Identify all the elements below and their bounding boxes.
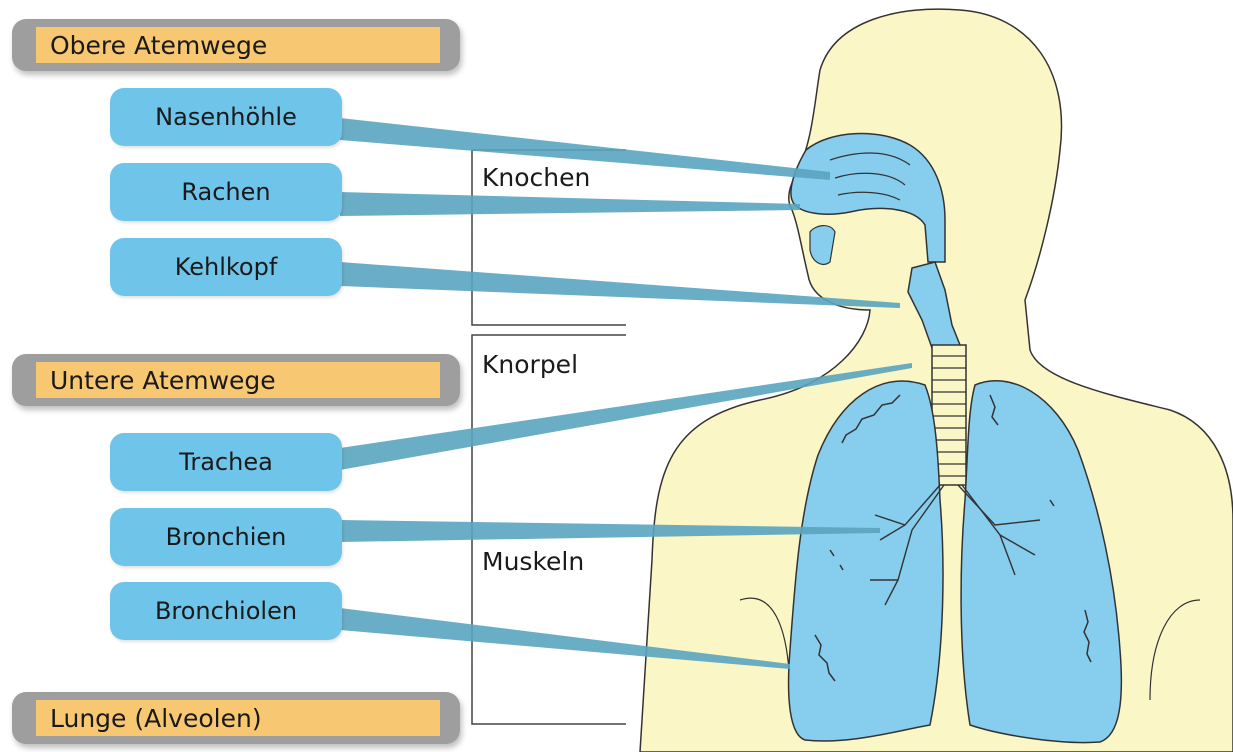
category-lower-airways-label: Untere Atemwege [36,362,440,398]
tissue-label-bone: Knochen [482,163,590,192]
category-lung-label: Lunge (Alveolen) [36,700,440,736]
connector-pharynx [340,192,800,216]
category-upper-airways: Obere Atemwege [12,19,460,71]
organ-label-nose: Nasenhöhle [110,88,342,146]
category-upper-airways-label: Obere Atemwege [36,27,440,63]
organ-label-larynx: Kehlkopf [110,238,342,296]
organ-label-bronchioles: Bronchiolen [110,582,342,640]
organ-label-bronchi: Bronchien [110,508,342,566]
category-lung: Lunge (Alveolen) [12,692,460,744]
tissue-label-cartilage: Knorpel [482,350,578,379]
category-lower-airways: Untere Atemwege [12,354,460,406]
tissue-label-muscle: Muskeln [482,547,584,576]
organ-label-pharynx: Rachen [110,163,342,221]
organ-label-trachea: Trachea [110,433,342,491]
